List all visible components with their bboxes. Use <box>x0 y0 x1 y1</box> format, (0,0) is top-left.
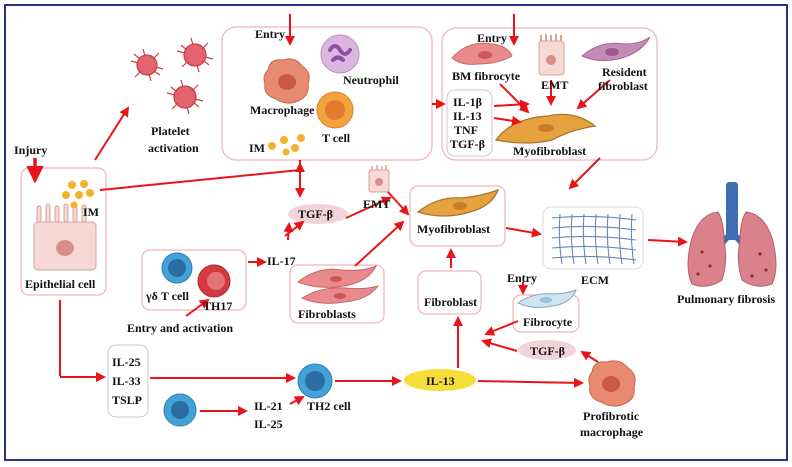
arrow-tgf-il17 <box>284 220 305 237</box>
label-th2-cell: TH2 cell <box>307 399 351 413</box>
label-emt-top: EMT <box>541 78 568 92</box>
label-pulmonary-fibrosis: Pulmonary fibrosis <box>677 292 775 306</box>
fibrocyte-icon <box>516 289 577 308</box>
label-il25: IL-25 <box>254 417 283 431</box>
alarmin-box <box>107 344 149 418</box>
arrow-macrophage-to-tgf <box>580 350 599 363</box>
label-entry-top: Entry <box>255 27 285 41</box>
label-th17: TH17 <box>203 299 232 313</box>
emt-cell-icon <box>538 34 565 76</box>
arrow-fibroblasts-to-myo <box>354 220 405 267</box>
label-fibrocyte: Fibrocyte <box>523 315 573 329</box>
label-macrophage: Macrophage <box>250 103 315 117</box>
epithelial-cell-icon <box>33 203 97 271</box>
label-resident: Resident <box>602 65 647 79</box>
t-cell-icon <box>316 91 354 129</box>
im-dots-epithelial <box>62 180 94 209</box>
myofibroblast-center-icon <box>416 188 500 217</box>
th17-cell-icon <box>197 264 231 298</box>
arrow-cytokine-2 <box>493 115 522 126</box>
label-entry-top-right: Entry <box>477 31 507 45</box>
label-tslp: TSLP <box>112 393 142 407</box>
neutrophil-icon <box>320 34 360 74</box>
arrow-entry-activation <box>185 298 210 317</box>
label-il17: IL-17 <box>267 254 296 268</box>
arrow-tgf-to-fibroblast <box>481 338 518 352</box>
arrow-bm-to-myo <box>499 83 530 114</box>
label-im-box: IM <box>249 141 265 155</box>
arrow-tgf-to-myo <box>345 196 392 219</box>
arrows <box>26 14 688 416</box>
arrow-resident-to-myo <box>576 79 611 110</box>
label-t-cell: T cell <box>322 131 351 145</box>
arrow-emt-to-myo-center <box>387 191 410 216</box>
arrow-il21-to-th2 <box>289 396 305 406</box>
gd-t-cell-icon <box>161 252 193 284</box>
label-ecm: ECM <box>581 273 609 287</box>
label-tgf-center: TGF-β <box>298 207 333 221</box>
tgf-beta-pill-center <box>288 204 348 224</box>
label-resident-fibroblast: fibroblast <box>598 79 648 93</box>
label-il21: IL-21 <box>254 399 283 413</box>
label-tgf-lower: TGF-β <box>530 344 565 358</box>
im-dots-box <box>268 134 305 156</box>
naive-t-cell-icon <box>163 393 197 427</box>
tgf-beta-pill-lower <box>518 340 576 360</box>
outer-frame <box>4 4 788 461</box>
arrow-ecm-to-lungs <box>647 236 688 247</box>
label-injury: Injury <box>14 143 47 157</box>
label-platelet-activation: activation <box>148 141 199 155</box>
fibroblast-box <box>417 270 482 315</box>
label-gd-t-cell: γδ T cell <box>145 289 190 303</box>
emt-small-cell-icon <box>368 165 390 193</box>
th2-cell-icon <box>297 363 333 399</box>
label-emt-center: EMT <box>363 197 390 211</box>
label-il13-box: IL-13 <box>453 109 482 123</box>
label-il33: IL-33 <box>112 374 141 388</box>
profibrotic-macrophage-icon <box>588 360 636 407</box>
ecm-box <box>542 206 644 270</box>
label-entry-fibrocyte: Entry <box>507 271 537 285</box>
ecm-mesh-icon <box>551 213 637 265</box>
label-myofibroblast-center: Myofibroblast <box>417 222 490 236</box>
label-myofibroblast-top: Myofibroblast <box>513 144 586 158</box>
fibroblasts-icon <box>297 265 380 304</box>
lungs-icon <box>687 182 777 287</box>
label-tgf-box: TGF-β <box>450 137 485 151</box>
label-profibrotic-macrophage: macrophage <box>580 425 644 439</box>
il13-pill <box>404 369 476 391</box>
arrow-im-to-box <box>99 162 305 191</box>
label-fibroblasts: Fibroblasts <box>298 307 356 321</box>
label-entry-activation: Entry and activation <box>127 321 233 335</box>
arrow-platelet <box>94 106 130 161</box>
label-profibrotic: Profibrotic <box>583 409 640 423</box>
resident-fibroblast-icon <box>581 36 651 62</box>
platelet-icon <box>130 37 214 115</box>
label-epithelial-cell: Epithelial cell <box>25 277 96 291</box>
label-fibroblast: Fibroblast <box>424 295 477 309</box>
label-neutrophil: Neutrophil <box>343 73 399 87</box>
label-il1b: IL-1β <box>453 95 482 109</box>
label-im-epithelial: IM <box>83 205 99 219</box>
label-tnf: TNF <box>454 123 478 137</box>
macrophage-icon <box>263 58 310 104</box>
label-il13-pill: IL-13 <box>426 374 455 388</box>
bm-fibrocyte-icon <box>451 42 513 65</box>
label-platelet: Platelet <box>151 124 190 138</box>
arrow-top-to-center <box>568 157 601 190</box>
arrow-fibrocyte-to-fibroblast <box>484 320 519 336</box>
label-bm-fibrocyte: BM fibrocyte <box>452 69 521 83</box>
arrow-il17-tgf <box>283 222 294 241</box>
arrow-myo-to-ecm <box>505 227 542 238</box>
label-il25-box: IL-25 <box>112 355 141 369</box>
cytokine-box <box>446 89 493 157</box>
arrow-il13-to-macrophage <box>477 377 584 388</box>
